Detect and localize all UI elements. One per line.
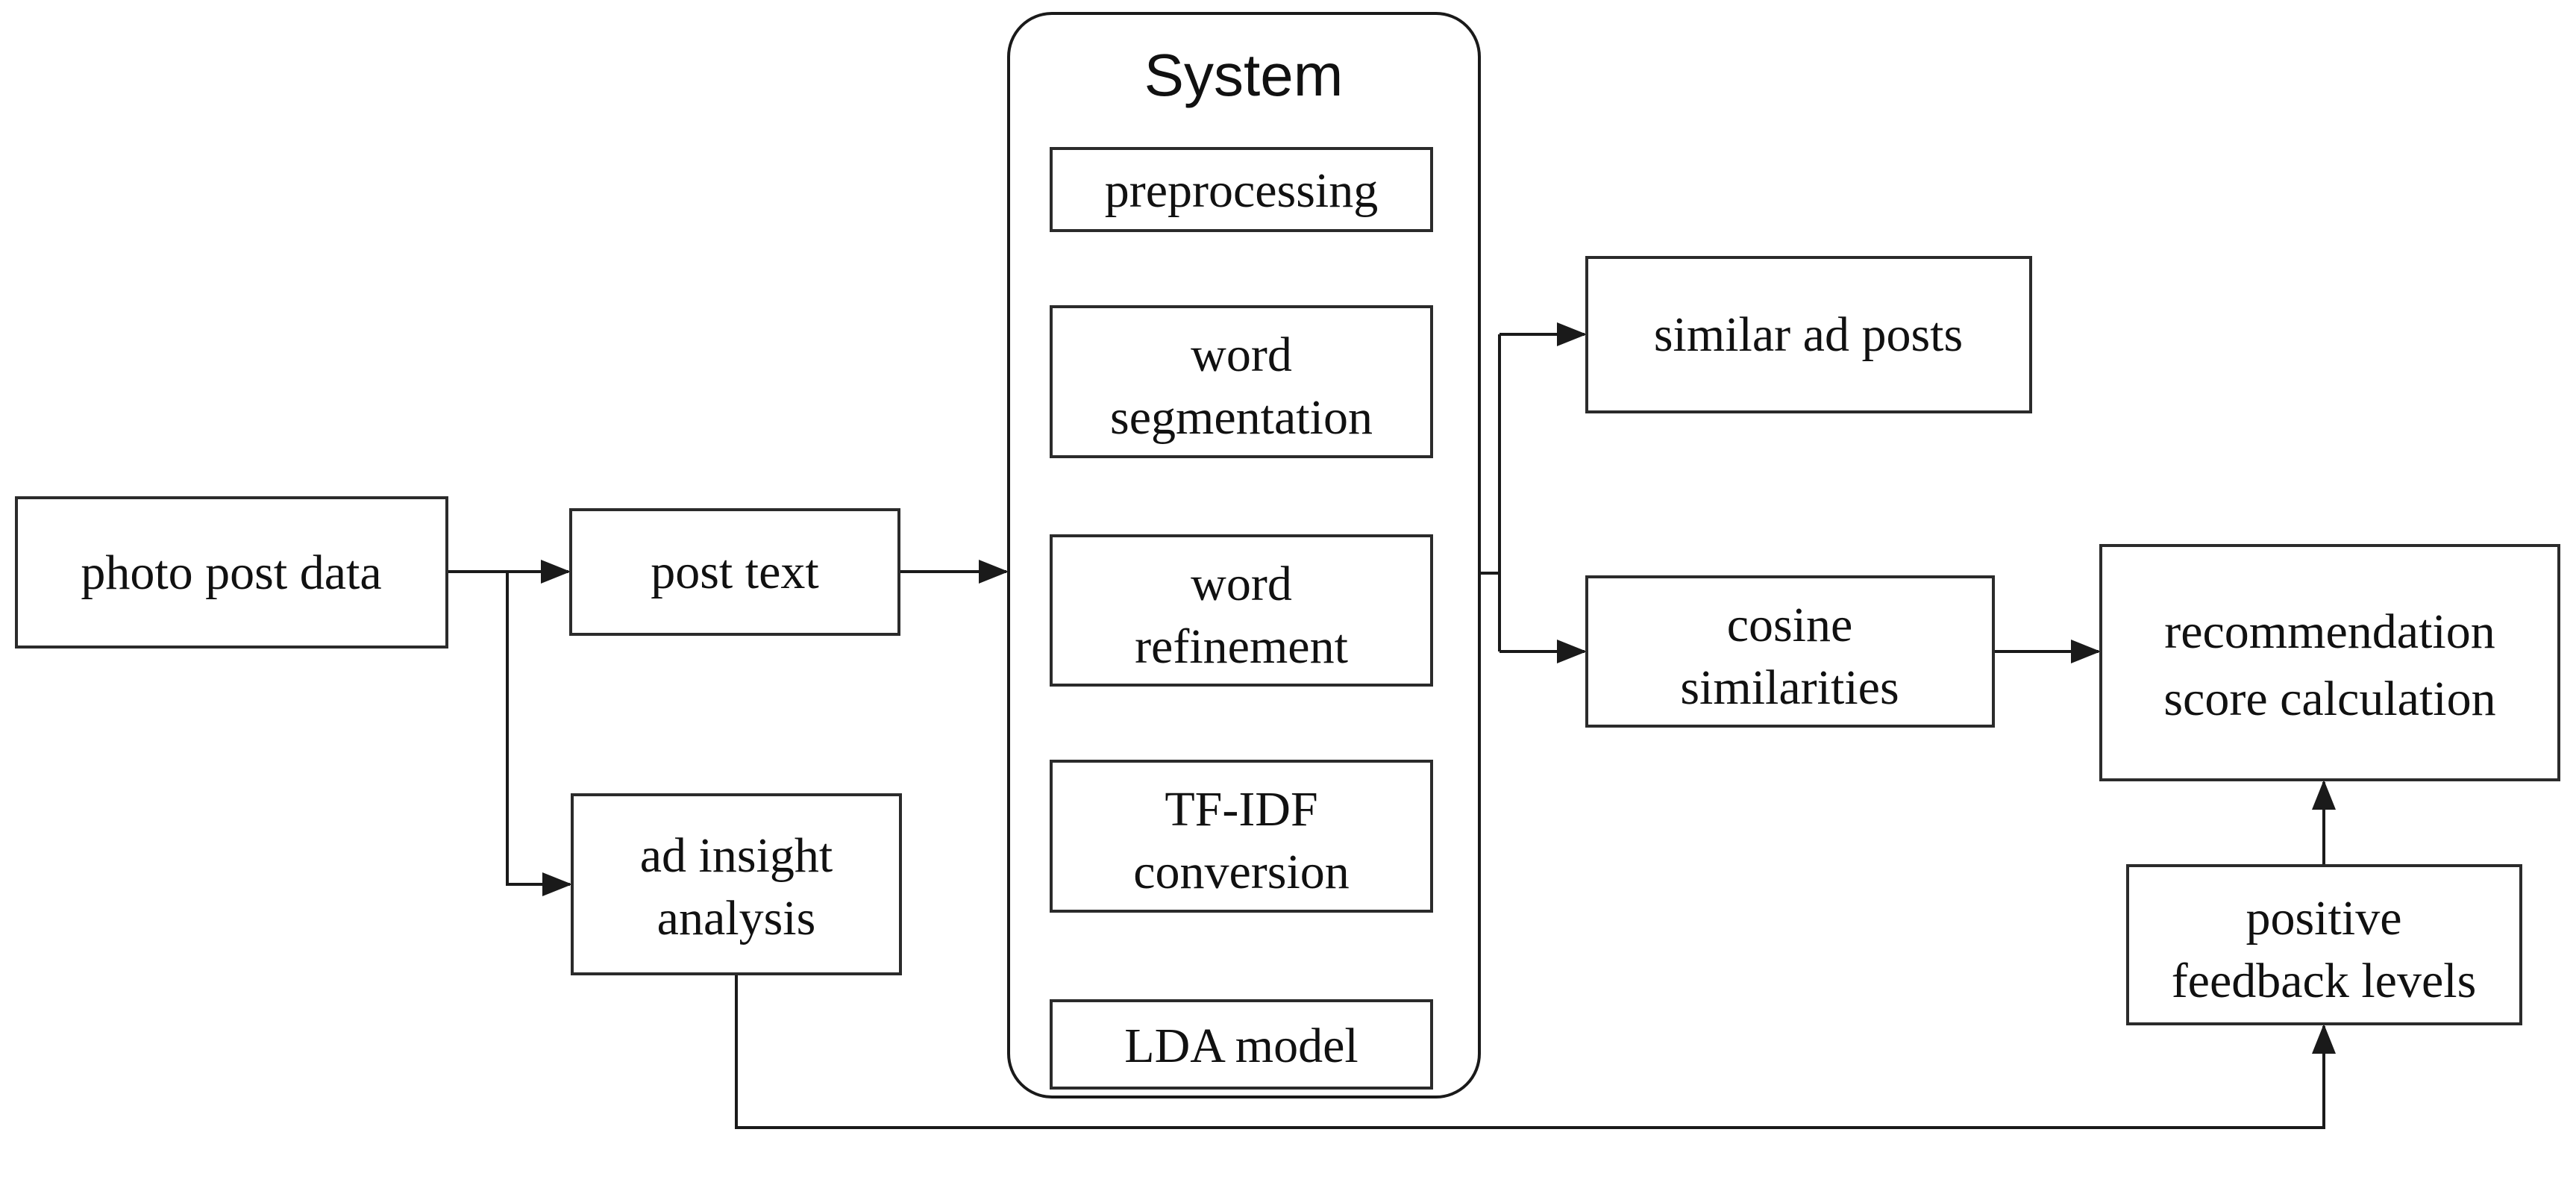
node-cosine-similarities: cosine similarities: [1585, 575, 1995, 728]
node-word-refinement: word refinement: [1050, 534, 1433, 687]
word-segmentation-label-line2: segmentation: [1110, 390, 1373, 445]
similar-ad-posts-box: [1585, 256, 2032, 413]
node-photo-post-data: photo post data: [15, 496, 448, 648]
lda-model-label: LDA model: [1124, 1019, 1358, 1073]
preprocessing-label: preprocessing: [1105, 163, 1379, 218]
recommendation-score-calculation-box: [2099, 544, 2560, 781]
tfidf-conversion-box: [1050, 760, 1433, 913]
node-preprocessing: preprocessing: [1050, 147, 1433, 232]
word-refinement-box: [1050, 534, 1433, 687]
tfidf-conversion-label-line2: conversion: [1133, 845, 1350, 899]
positive-feedback-label-line1: positive: [2246, 891, 2402, 946]
positive-feedback-levels-box: [2126, 864, 2522, 1025]
edge-adinsight-to-positivefeedback: [735, 974, 2336, 1129]
ad-insight-analysis-box: [571, 793, 902, 975]
preprocessing-box: [1050, 147, 1433, 232]
node-ad-insight-analysis: ad insight analysis: [571, 793, 902, 975]
post-text-box: [569, 508, 900, 636]
ad-insight-analysis-label-line1: ad insight: [640, 828, 833, 883]
positive-feedback-label-line2: feedback levels: [2172, 954, 2477, 1008]
recommendation-score-label-line2: score calculation: [2163, 672, 2495, 726]
recommendation-score-label-line1: recommendation: [2164, 604, 2495, 659]
lda-model-box: [1050, 999, 1433, 1090]
word-refinement-label-line1: word: [1191, 557, 1292, 611]
node-lda-model: LDA model: [1050, 999, 1433, 1090]
ad-insight-analysis-label-line2: analysis: [657, 891, 816, 946]
edge-system-to-branch-junction: [1479, 334, 1501, 651]
word-segmentation-box: [1050, 305, 1433, 458]
similar-ad-posts-label: similar ad posts: [1654, 307, 1963, 362]
edge-photodata-branch-to-adinsight: [506, 572, 572, 896]
node-word-segmentation: word segmentation: [1050, 305, 1433, 458]
word-refinement-label-line2: refinement: [1135, 619, 1348, 674]
word-segmentation-label-line1: word: [1191, 328, 1292, 382]
cosine-similarities-box: [1585, 575, 1995, 728]
node-post-text: post text: [569, 508, 900, 636]
node-similar-ad-posts: similar ad posts: [1585, 256, 2032, 413]
photo-post-data-box: [15, 496, 448, 648]
photo-post-data-label: photo post data: [81, 546, 381, 600]
node-positive-feedback-levels: positive feedback levels: [2126, 864, 2522, 1025]
node-tfidf-conversion: TF-IDF conversion: [1050, 760, 1433, 913]
post-text-label: post text: [651, 545, 819, 599]
cosine-similarities-label-line2: similarities: [1680, 660, 1899, 715]
node-recommendation-score-calculation: recommendation score calculation: [2099, 544, 2560, 781]
cosine-similarities-label-line1: cosine: [1727, 598, 1853, 652]
tfidf-conversion-label-line1: TF-IDF: [1165, 782, 1317, 837]
system-container-title: System: [1144, 42, 1344, 108]
